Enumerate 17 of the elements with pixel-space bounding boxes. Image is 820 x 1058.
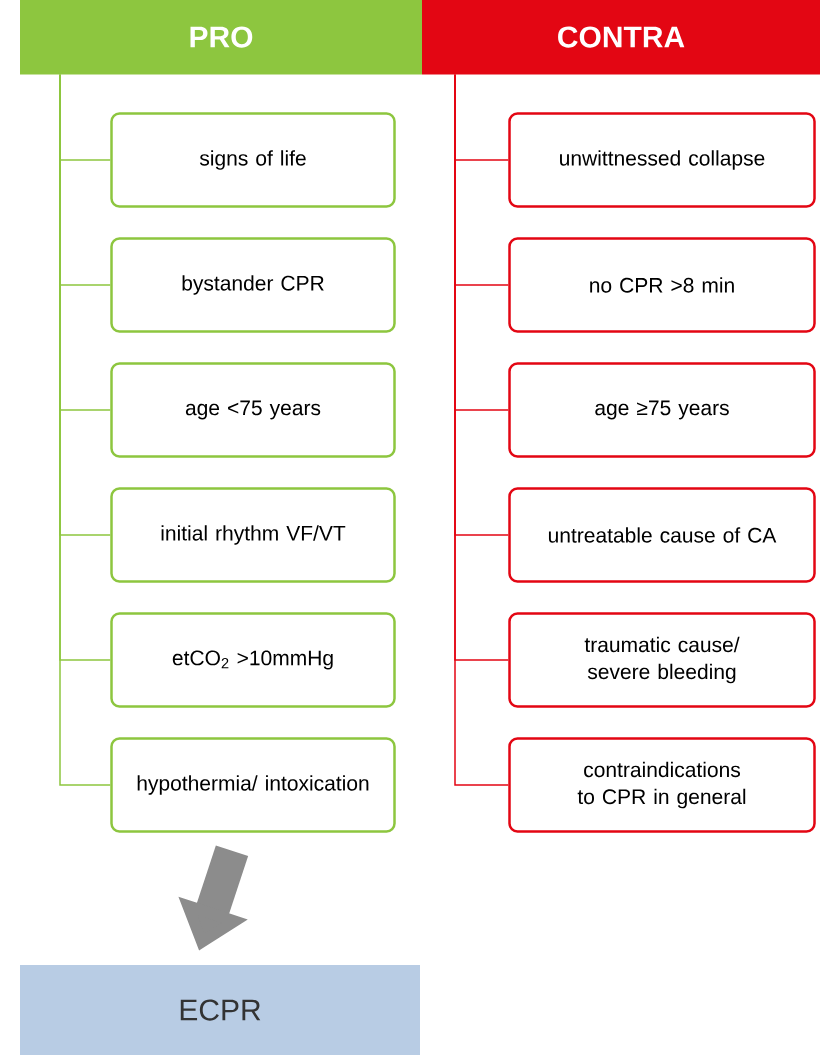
criterion-box: hypothermia/ intoxication [110,737,396,833]
criterion-box: initial rhythm VF/VT [110,487,396,583]
criterion-box: unwittnessed collapse [508,112,816,208]
criterion-box: no CPR >8 min [508,237,816,333]
criterion-box: bystander CPR [110,237,396,333]
criterion-box: etCO$_{2}$ >10mmHg [110,612,396,708]
criterion-box: age <75 years [110,362,396,458]
result-box: ECPR [20,965,420,1055]
criterion-box: contraindications to CPR in general [508,737,816,833]
tree-connector [59,73,111,786]
tree-connector [454,73,509,786]
column-header: CONTRA [422,0,820,75]
criterion-box: signs of life [110,112,396,208]
criterion-box: traumatic cause/ severe bleeding [508,612,816,708]
column-header: PRO [20,0,422,75]
criterion-box: untreatable cause of CA [508,487,816,583]
criterion-box: age ≥75 years [508,362,816,458]
